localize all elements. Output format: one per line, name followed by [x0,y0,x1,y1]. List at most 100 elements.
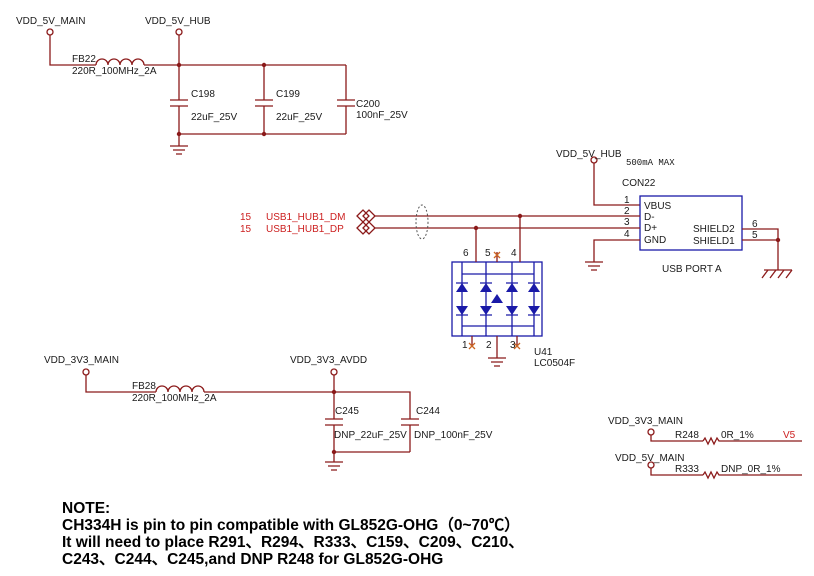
pin-num-1: 1 [624,195,630,206]
pin-num-2: 2 [624,206,630,217]
power-port-symbol [46,28,54,36]
no-connect-icon [468,342,521,350]
wire [85,375,156,393]
r333-value: DNP_0R_1% [721,464,781,475]
capacitor-c199 [255,65,273,134]
pin-num-3: 3 [624,217,630,228]
dp-net-name: USB1_HUB1_DP [266,224,344,235]
usb-connector-section: VDD_5V_HUB 500mA MAX CON22 USB PORT A VB… [556,149,793,279]
fb28-value: 220R_100MHz_2A [132,393,217,404]
diff-pair-marker [415,204,429,240]
r248-value: 0R_1% [721,430,754,441]
wire [475,252,521,262]
r333-ref: R333 [675,464,699,475]
c200-ref: C200 [356,99,380,110]
diode-bars [456,282,540,316]
vdd5-main-label: VDD_5V_MAIN [16,16,85,27]
offpage-connector-icon [356,221,376,235]
pin-name-dm: D- [644,212,655,223]
vdd3v3-main-r-label: VDD_3V3_MAIN [608,416,683,427]
vdd5-main-r-label: VDD_5V_MAIN [615,453,684,464]
offpage-connector-icon [356,209,376,223]
esd-u41: 6 5 4 1 2 3 U41 LC0504F [451,216,575,369]
power-input-section: VDD_5V_MAIN FB22 220R_100MHz_2A VDD_5V_H… [16,16,408,155]
ferrite-bead-fb28 [155,385,205,393]
u41-value: LC0504F [534,358,575,369]
wire [471,336,518,358]
vdd3v3-avdd-label: VDD_3V3_AVDD [290,355,367,366]
c245-ref: C245 [335,406,359,417]
fb22-value: 220R_100MHz_2A [72,66,157,77]
u41-pin-1: 1 [462,340,468,351]
wire [742,228,779,270]
wire [650,435,703,442]
chassis-ground-icon [761,269,793,279]
wire [375,215,640,229]
power-3v3-section: VDD_3V3_MAIN FB28 220R_100MHz_2A VDD_3V3… [44,355,493,471]
r248-ref: R248 [675,430,699,441]
power-port-symbol [647,428,655,436]
c199-value: 22uF_25V [276,112,322,123]
dm-page: 15 [240,212,252,223]
c198-value: 22uF_25V [191,112,237,123]
usb-diff-pair: 15 USB1_HUB1_DM 15 USB1_HUB1_DP [240,204,640,240]
pin-name-shield2: SHIELD2 [693,224,735,235]
power-port-symbol [175,28,183,36]
capacitor-c244 [401,418,419,452]
vdd5-hub-label: VDD_5V_HUB [145,16,211,27]
u41-pin-2: 2 [486,340,492,351]
c200-value: 100nF_25V [356,110,408,121]
power-port-symbol [330,368,338,376]
c245-value: DNP_22uF_25V [334,430,407,441]
no-connect-icon [493,251,501,259]
c244-value: DNP_100nF_25V [414,430,493,441]
note-line-1: CH334H is pin to pin compatible with GL8… [62,517,520,534]
usb-connector-box [639,195,743,251]
junction-dot [775,237,781,243]
c198-ref: C198 [191,89,215,100]
ground-icon [325,452,343,471]
wire [204,391,411,419]
dm-net-name: USB1_HUB1_DM [266,212,345,223]
note-line-3: C243、C244、C245,and DNP R248 for GL852G-O… [62,551,444,568]
junction-dot [331,389,337,395]
fb22-ref: FB22 [72,54,96,65]
pin-name-shield1: SHIELD1 [693,236,735,247]
dp-page: 15 [240,224,252,235]
con22-ref: CON22 [622,178,656,189]
capacitor-c198 [170,65,188,134]
current-rating: 500mA MAX [626,158,675,168]
note-line-2: It will need to place R291、R294、R333、C15… [62,534,524,551]
resistor-r248 [702,436,802,446]
wire [475,216,521,252]
tvs-diode-array [456,283,540,315]
wire [49,35,96,66]
wire [650,468,703,476]
u41-pin-3: 3 [510,340,516,351]
ferrite-bead-fb22 [95,58,145,66]
pin-name-gnd: GND [644,235,666,246]
ground-icon [488,357,506,367]
wire [593,163,640,206]
resistor-select-section: VDD_3V3_MAIN R248 0R_1% V5 VDD_5V_MAIN R… [608,416,802,480]
capacitor-c200 [337,65,355,134]
pin-num-5: 5 [752,230,758,241]
fb28-ref: FB28 [132,381,156,392]
c244-ref: C244 [416,406,440,417]
v5-net-label: V5 [783,430,796,441]
usb-port-name: USB PORT A [662,264,722,275]
ground-icon [585,239,640,271]
ground-icon [170,134,188,155]
pin-name-vbus: VBUS [644,201,672,212]
u41-pin-5: 5 [485,248,491,259]
u41-pin-4: 4 [511,248,517,259]
power-port-symbol [82,368,90,376]
resistor-r333 [702,470,802,480]
vdd3v3-main-label: VDD_3V3_MAIN [44,355,119,366]
capacitor-c245 [325,418,343,452]
u41-internal-wiring [461,262,535,336]
pin-name-dp: D+ [644,223,657,234]
vdd5-hub-con-label: VDD_5V_HUB [556,149,622,160]
pin-num-6: 6 [752,219,758,230]
